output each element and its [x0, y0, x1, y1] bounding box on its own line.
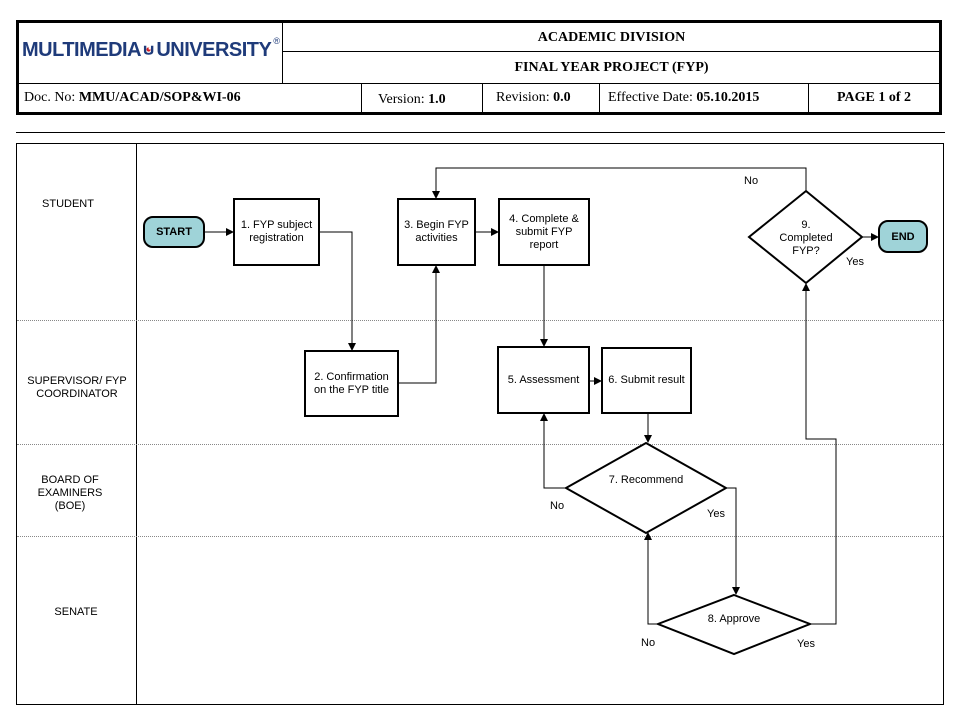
logo-registered-mark: ®: [273, 36, 280, 46]
header-logo-divider: [282, 22, 283, 84]
logo-emblem-icon: [144, 45, 154, 55]
node-8-diamond: [655, 593, 813, 656]
node-6-label: 6. Submit result: [608, 374, 685, 386]
node-8-label: 8. Approve: [707, 613, 761, 625]
header-row-divider-1: [283, 51, 940, 52]
node-5-box: 5. Assessment: [497, 346, 590, 414]
division-title: ACADEMIC DIVISION: [283, 24, 940, 51]
label-8-no: No: [641, 637, 656, 649]
revision: Revision: 0.0: [496, 84, 600, 112]
node-9-diamond: [747, 189, 864, 285]
edge-8-no-to-7: [644, 532, 658, 625]
lane-label-student: STUDENT: [42, 198, 94, 210]
node-3-box: 3. Begin FYP activities: [397, 198, 476, 266]
edge-1-to-2: [320, 231, 356, 351]
lane-separator-2: [17, 444, 943, 445]
division-title-text: ACADEMIC DIVISION: [537, 29, 686, 45]
version: Version: 1.0: [378, 86, 482, 114]
effective-date-value: 05.10.2015: [696, 90, 760, 105]
edge-8-yes-to-9: [802, 283, 837, 625]
header-col-divider-3: [599, 84, 600, 113]
node-3-label: 3. Begin FYP activities: [404, 219, 469, 244]
label-8-yes: Yes: [797, 638, 815, 650]
label-9-yes: Yes: [846, 256, 864, 268]
effective-date: Effective Date: 05.10.2015: [608, 84, 808, 112]
lane-label-divider: [136, 143, 137, 705]
version-value: 1.0: [428, 92, 446, 107]
project-title-text: FINAL YEAR PROJECT (FYP): [514, 59, 709, 75]
node-4-label: 4. Complete & submit FYP report: [509, 212, 579, 251]
lane-label-supervisor: SUPERVISOR/ FYP COORDINATOR: [27, 375, 127, 400]
revision-value: 0.0: [553, 90, 571, 105]
logo-text-left: MULTIMEDIA: [22, 38, 142, 61]
node-1-box: 1. FYP subject registration: [233, 198, 320, 266]
edge-7-yes-to-8: [726, 487, 740, 595]
node-2-box: 2. Confirmation on the FYP title: [304, 350, 399, 417]
effective-date-label: Effective Date:: [608, 90, 693, 105]
edge-2-to-3: [399, 265, 440, 384]
logo-text-right: UNIVERSITY: [156, 38, 272, 61]
header-col-divider-2: [482, 84, 483, 113]
page-number: PAGE 1 of 2: [809, 84, 939, 112]
version-label: Version:: [378, 92, 425, 107]
revision-label: Revision:: [496, 90, 550, 105]
doc-number-label: Doc. No:: [24, 90, 76, 105]
node-7-diamond: [563, 441, 729, 535]
node-7-label: 7. Recommend: [608, 474, 684, 486]
node-2-label: 2. Confirmation on the FYP title: [313, 370, 389, 396]
end-node: END: [878, 220, 928, 253]
header-col-divider-1: [361, 84, 362, 113]
start-node: START: [143, 216, 205, 248]
university-logo: MULTIMEDIA UNIVERSITY ®: [22, 26, 280, 74]
label-7-yes: Yes: [707, 508, 725, 520]
lane-separator-3: [17, 536, 943, 537]
project-title: FINAL YEAR PROJECT (FYP): [283, 52, 940, 83]
node-9-label: 9. Completed FYP?: [779, 219, 833, 257]
node-1-label: 1. FYP subject registration: [240, 219, 313, 244]
node-6-box: 6. Submit result: [601, 347, 692, 414]
lane-label-boe: BOARD OF EXAMINERS (BOE): [37, 474, 103, 512]
edge-9-no-to-3: [432, 167, 807, 199]
header-col-divider-4: [808, 84, 809, 113]
doc-number: Doc. No: MMU/ACAD/SOP&WI-06: [24, 84, 360, 112]
node-4-box: 4. Complete & submit FYP report: [498, 198, 590, 266]
header-row-divider-2: [18, 83, 940, 84]
edge-7-no-to-5: [540, 413, 566, 489]
node-5-label: 5. Assessment: [507, 373, 580, 386]
swimlane-frame: [16, 143, 944, 705]
lane-label-senate: SENATE: [54, 606, 98, 618]
document-header: [16, 20, 942, 115]
page-number-text: PAGE 1 of 2: [836, 90, 911, 105]
label-9-no: No: [744, 175, 759, 187]
lane-separator-1: [17, 320, 943, 321]
header-separator: [16, 132, 945, 133]
doc-number-value: MMU/ACAD/SOP&WI-06: [78, 90, 241, 105]
label-7-no: No: [550, 500, 565, 512]
